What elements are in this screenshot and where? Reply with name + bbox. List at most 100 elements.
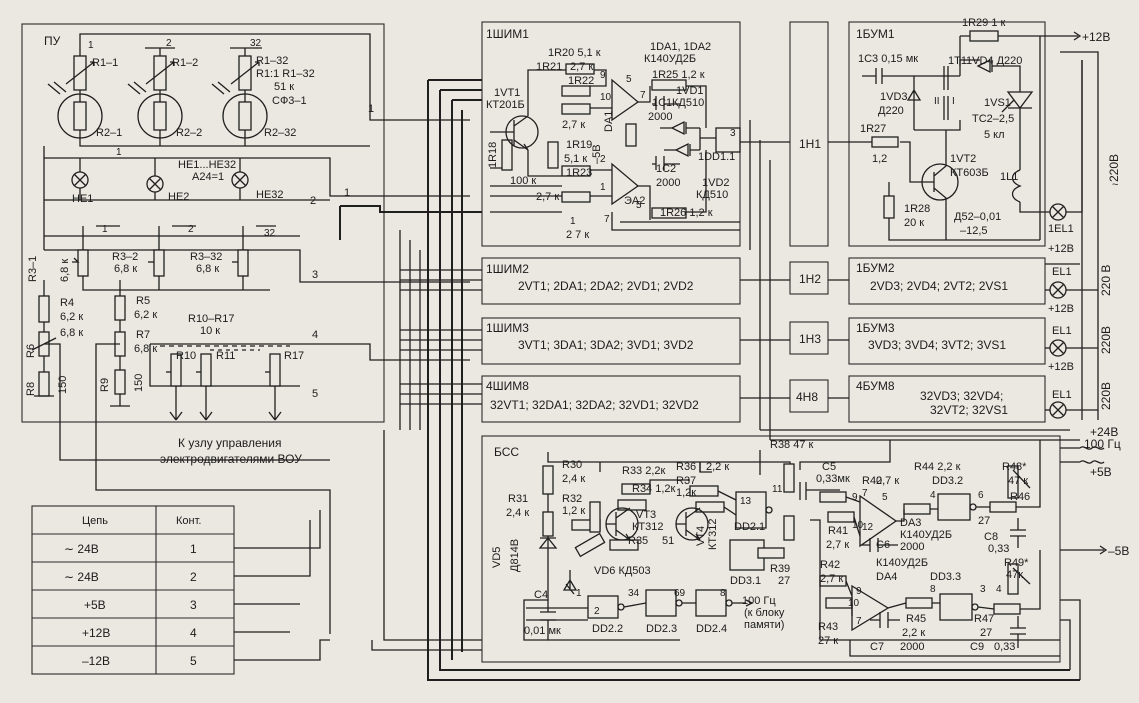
pu-photoresistor-section (31, 33, 470, 634)
label-da1: DA1 (603, 111, 615, 132)
label-100hz-b: (к блоку (744, 607, 785, 619)
pu-out-4: 4 (312, 329, 318, 341)
label-vt4: VT4 (695, 526, 707, 546)
label-r31: R31 (508, 493, 528, 505)
label-r45v: 2,2 к (902, 627, 925, 639)
bss-pin-7: 7 (862, 488, 868, 499)
rails: +12В 220В ~ +12В EL1 220 В +12В EL1 220В… (760, 30, 1129, 680)
label-r30v: 2,4 к (562, 473, 585, 485)
label-r1-32a: R1–32 (256, 55, 288, 67)
label-1r27: 1R27 (860, 123, 886, 135)
pu-out-3: 3 (312, 269, 318, 281)
label-1l1t: Д52–0,01 (954, 211, 1001, 223)
label-c1: 1 (102, 224, 108, 235)
label-1l1: 1L1 (1000, 171, 1018, 183)
table-row-4-chain: +12В (82, 626, 110, 640)
bss-labels: БСС R30 2,4 к R31 2,4 к R32 1,2 к VD5 Д8… (491, 439, 1030, 653)
bss-pin-8b: 8 (930, 584, 936, 595)
label-da4t: К140УД2Б (876, 557, 928, 569)
pu-block (21, 23, 385, 423)
label-r48: R48* (1002, 461, 1027, 473)
shim8-block (481, 375, 741, 423)
rail-plus5: +5В (1090, 465, 1112, 479)
label-r36v: 2,2 к (706, 461, 729, 473)
bum8-parts-b: 32VT2; 32VS1 (930, 403, 1008, 417)
label-1vt1: 1VT1 (494, 87, 520, 99)
bum8-block (848, 375, 1046, 423)
label-c8v: 0,33 (988, 543, 1009, 555)
h3-label: 1Н3 (799, 332, 821, 346)
label-1r20: 1R20 5,1 к (548, 47, 601, 59)
label-1r28: 1R28 (904, 203, 930, 215)
label-1r22: 1R22 (568, 75, 594, 87)
el1-3: EL1 (1052, 325, 1072, 337)
table-row-3-cont: 3 (190, 598, 197, 612)
label-r9v: 150 (133, 374, 145, 392)
label-1r23: 1R23 (566, 167, 592, 179)
pu-out-1: 1 (368, 103, 374, 115)
label-he1: НЕ1 (72, 193, 93, 205)
bum1-block (848, 21, 1046, 247)
label-minus5: –5В (591, 144, 603, 164)
bum3-title: 1БУМ3 (856, 321, 895, 335)
bss-pin-2: 2 (594, 606, 600, 617)
bss-title: БСС (494, 445, 519, 459)
label-r2-2: R2–2 (176, 127, 202, 139)
pu-node-32: 32 (250, 38, 262, 49)
label-r47v: 27 (980, 627, 992, 639)
bum2-block (848, 257, 1046, 305)
label-1vd2t: КД510 (696, 189, 728, 201)
shim2-title: 1ШИМ2 (486, 262, 529, 276)
bss-pin-3: 3 (980, 584, 986, 595)
bss-pin-6: 6 (978, 490, 984, 501)
label-r10-17: R10–R17 (188, 313, 234, 325)
table-row-5-chain: –12В (82, 654, 110, 668)
label-1r18v: 100 к (510, 175, 536, 187)
label-c6: C6 (876, 539, 890, 551)
label-r40: R40 (862, 475, 882, 487)
label-c5v: 0,33мк (816, 473, 850, 485)
label-r11: R11 (216, 350, 235, 362)
table-row-5-cont: 5 (190, 654, 197, 668)
label-r30: R30 (562, 459, 582, 471)
label-r4v: 6,2 к (60, 311, 83, 323)
label-c7v: 2000 (900, 641, 924, 653)
table-row-2-cont: 2 (190, 570, 197, 584)
pin-2: 2 (600, 154, 606, 165)
rail-plus12-3: +12В (1048, 303, 1074, 315)
bum8-parts-a: 32VD3; 32VD4; (920, 389, 1003, 403)
pu-node-2: 2 (166, 38, 172, 49)
bss-circuit (523, 440, 1060, 657)
label-r1-val: 51 к (274, 81, 294, 93)
label-r1-2: R1–2 (172, 57, 198, 69)
label-1c1v: 2000 (648, 111, 672, 123)
el1-4: EL1 (1052, 389, 1072, 401)
shim8-title: 4ШИМ8 (486, 379, 529, 393)
wiring-bundle (339, 79, 1080, 681)
label-1vd3: 1VD3 (880, 91, 908, 103)
label-1vt2: 1VT2 (950, 153, 976, 165)
label-1r22v: 2,7 к (562, 119, 585, 131)
note-line-1: К узлу управления (178, 436, 281, 450)
h2-block (789, 261, 829, 295)
label-r40v: 2,7 к (876, 475, 899, 487)
label-1r29: 1R29 1 к (962, 17, 1006, 29)
label-da3: DA3 (900, 517, 921, 529)
bss-pin-10b: 10 (848, 598, 860, 609)
label-r5v: 6,2 к (134, 309, 157, 321)
h3-block (789, 321, 829, 355)
label-1c3: 1C3 0,15 мк (858, 53, 918, 65)
label-da2: ЭА2 (624, 195, 645, 207)
h8-block (789, 379, 829, 413)
table-row-4-cont: 4 (190, 626, 197, 640)
label-r5: R5 (136, 295, 150, 307)
label-1l1v: –12,5 (960, 225, 988, 237)
label-1r27v: 1,2 (872, 153, 887, 165)
bss-pin-12: 12 (862, 522, 874, 533)
label-r3-2: R3–2 (112, 251, 138, 263)
label-r3-1: R3–1 (27, 256, 39, 282)
label-1r21: 1R21 (536, 61, 562, 73)
label-r44: R44 2,2 к (914, 461, 961, 473)
label-1dd1: 1DD1.1 (698, 151, 735, 163)
shim2-parts: 2VT1; 2DA1; 2DA2; 2VD1; 2VD2 (518, 279, 694, 293)
